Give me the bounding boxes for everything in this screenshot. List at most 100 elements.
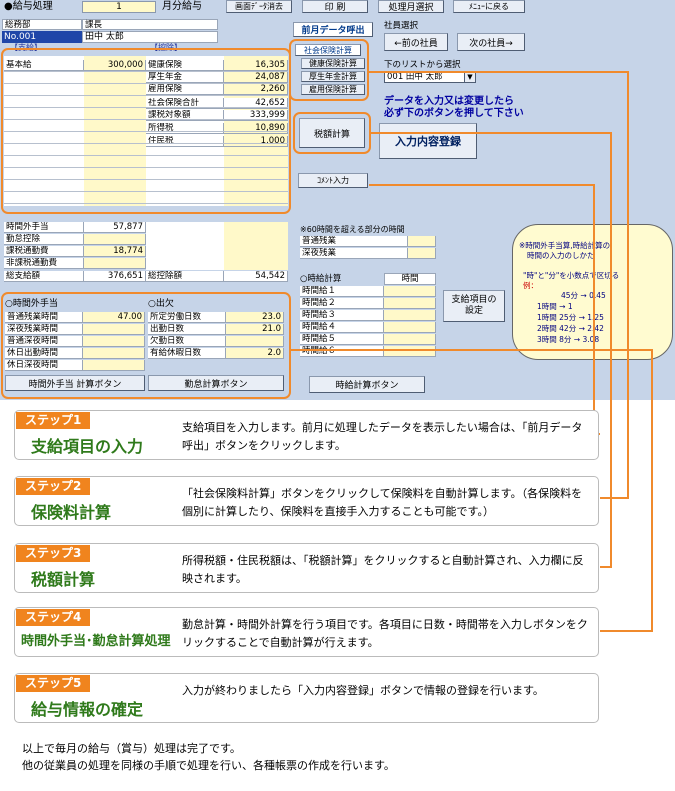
hourly-value[interactable] <box>384 286 436 296</box>
next-employee-button[interactable]: 次の社員→ <box>457 33 525 51</box>
summary-value[interactable] <box>84 258 146 268</box>
department-label: 総務部 <box>2 19 82 30</box>
hourly-calc-button[interactable]: 時給計算ボタン <box>309 376 425 393</box>
attendance-value[interactable] <box>226 336 284 346</box>
connector-line <box>371 132 612 134</box>
hourly-row: 時間給４ <box>300 322 436 333</box>
footer-line-1: 以上で毎月の給与（賞与）処理は完了です。 <box>22 742 241 755</box>
overtime-label: 深夜残業時間 <box>5 324 83 334</box>
hourly-label: 時間給４ <box>300 322 384 332</box>
month-input[interactable]: 1 <box>82 1 156 13</box>
chevron-down-icon[interactable]: ▼ <box>464 72 475 82</box>
step3-highlight-frame <box>293 112 371 154</box>
overtime-row: 深夜残業時間 <box>5 324 145 335</box>
hourly-value[interactable] <box>384 322 436 332</box>
month-label: 月分給与 <box>162 1 202 12</box>
overtime-header: ○時間外手当 <box>5 299 58 309</box>
overtime-value[interactable] <box>83 324 145 334</box>
note-title-2: 時間の入力のしかた <box>527 251 595 260</box>
summary-value[interactable] <box>84 234 146 244</box>
step-3-tag: ステップ3 <box>16 545 91 562</box>
note-title-1: ※時間外手当算,時給計算の <box>519 241 611 250</box>
hourly-label: 時間給３ <box>300 310 384 320</box>
previous-employee-button[interactable]: ←前の社員 <box>384 33 448 51</box>
hourly-value[interactable] <box>384 334 436 344</box>
social-insurance-calc-button[interactable]: 社会保険計算 <box>295 44 361 56</box>
attendance-value[interactable]: 2.0 <box>226 348 284 358</box>
hourly-label: 時間給２ <box>300 298 384 308</box>
over60-label: 普通残業 <box>300 236 408 246</box>
hourly-row: 時間給１ <box>300 286 436 297</box>
overtime-row: 普通深夜時間 <box>5 336 145 347</box>
pension-calc-button[interactable]: 厚生年金計算 <box>301 71 365 82</box>
employment-insurance-calc-button[interactable]: 雇用保険計算 <box>301 84 365 95</box>
clear-screen-button[interactable]: 画面ﾃﾞｰﾀ消去 <box>226 0 292 13</box>
overtime-label: 普通残業時間 <box>5 312 83 322</box>
print-button[interactable]: 印 刷 <box>302 0 368 13</box>
summary-value[interactable]: 18,774 <box>84 246 146 256</box>
hourly-row: 時間給３ <box>300 310 436 321</box>
step-3-box: ステップ3 税額計算 所得税額・住民税額は、「税額計算」をクリックすると自動計算… <box>14 543 599 593</box>
overtime-value[interactable] <box>83 360 145 370</box>
overtime-label: 休日出勤時間 <box>5 348 83 358</box>
step-5-title: 給与情報の確定 <box>31 700 144 719</box>
tax-calc-button[interactable]: 税額計算 <box>299 118 365 148</box>
step-2-box: ステップ2 保険料計算 「社会保険料計算」ボタンをクリックして保険料を自動計算し… <box>14 476 599 526</box>
step-5-box: ステップ5 給与情報の確定 入力が終わりましたら「入力内容登録」ボタンで情報の登… <box>14 673 599 723</box>
deduction-section-label: 【控除】 <box>150 43 182 52</box>
attendance-header: ○出欠 <box>148 299 174 309</box>
back-to-menu-button[interactable]: ﾒﾆｭｰに戻る <box>453 0 525 13</box>
over60-row: 深夜残業 <box>300 248 436 259</box>
overtime-value[interactable] <box>83 336 145 346</box>
hourly-value[interactable] <box>384 298 436 308</box>
attendance-value[interactable]: 23.0 <box>226 312 284 322</box>
deduction-total-row: 総控除額 54,542 <box>146 271 288 282</box>
step-1-description: 支給項目を入力します。前月に処理したデータを表示したい場合は、「前月データ呼出」… <box>182 421 583 452</box>
load-previous-month-button[interactable]: 前月データ呼出 <box>293 22 373 37</box>
over60-value[interactable] <box>408 248 436 258</box>
step-2-title: 保険料計算 <box>31 503 112 522</box>
health-insurance-calc-button[interactable]: 健康保険計算 <box>301 58 365 69</box>
instruction-line-2: 必ず下のボタンを押して下さい <box>384 108 524 119</box>
connector-line <box>600 566 612 568</box>
attendance-row: 欠勤日数 <box>148 336 284 347</box>
over60-header: ※60時間を超える部分の時間 <box>300 225 405 234</box>
step-1-title: 支給項目の入力 <box>31 437 144 456</box>
note-example: 2時間 42分 → 2.42 <box>537 324 604 333</box>
hourly-value[interactable] <box>384 346 436 356</box>
summary-row: 時間外手当 57,877 <box>4 222 146 233</box>
hourly-row: 時間給２ <box>300 298 436 309</box>
note-example: 3時間 8分 → 3.08 <box>537 335 600 344</box>
employee-number: No.001 <box>2 31 82 43</box>
hourly-column-header: 時間 <box>384 273 436 285</box>
step4-highlight-frame <box>1 292 291 399</box>
attendance-calc-button[interactable]: 勤怠計算ボタン <box>148 375 284 391</box>
overtime-label: 休日深夜時間 <box>5 360 83 370</box>
process-label: ●給与処理 <box>4 1 53 12</box>
summary-label: 時間外手当 <box>4 222 84 232</box>
select-month-button[interactable]: 処理月選択 <box>378 0 444 13</box>
connector-line <box>600 497 629 499</box>
attendance-label: 所定労働日数 <box>148 312 226 322</box>
summary-row: 非課税通勤費 <box>4 258 146 269</box>
register-input-button[interactable]: 入力内容登録 <box>379 123 477 159</box>
overtime-value[interactable] <box>83 348 145 358</box>
employee-name: 田中 太郎 <box>82 31 218 43</box>
step-4-box: ステップ4 時間外手当･勤怠計算処理 勤怠計算・時間外計算を行う項目です。各項目… <box>14 607 599 657</box>
attendance-label: 出勤日数 <box>148 324 226 334</box>
pay-items-settings-button[interactable]: 支給項目の 設定 <box>443 290 505 322</box>
over60-value[interactable] <box>408 236 436 246</box>
employee-dropdown-value: 001 田中 太郎 <box>387 72 443 82</box>
footer-line-2: 他の従業員の処理を同様の手順で処理を行い、各種帳票の作成を行います。 <box>22 759 395 772</box>
time-entry-note: ※時間外手当算,時給計算の 時間の入力のしかた "時"と"分"を小数点で区切る … <box>512 224 673 360</box>
attendance-value[interactable]: 21.0 <box>226 324 284 334</box>
overtime-value[interactable]: 47.00 <box>83 312 145 322</box>
hourly-value[interactable] <box>384 310 436 320</box>
overtime-calc-button[interactable]: 時間外手当 計算ボタン <box>5 375 145 391</box>
note-rule: "時"と"分"を小数点で区切る <box>523 271 620 280</box>
connector-line <box>600 630 653 632</box>
note-example: 1時間 → 1 <box>537 302 573 311</box>
comment-input-button[interactable]: ｺﾒﾝﾄ入力 <box>298 173 368 188</box>
overtime-label: 普通深夜時間 <box>5 336 83 346</box>
hourly-row: 時間給５ <box>300 334 436 345</box>
